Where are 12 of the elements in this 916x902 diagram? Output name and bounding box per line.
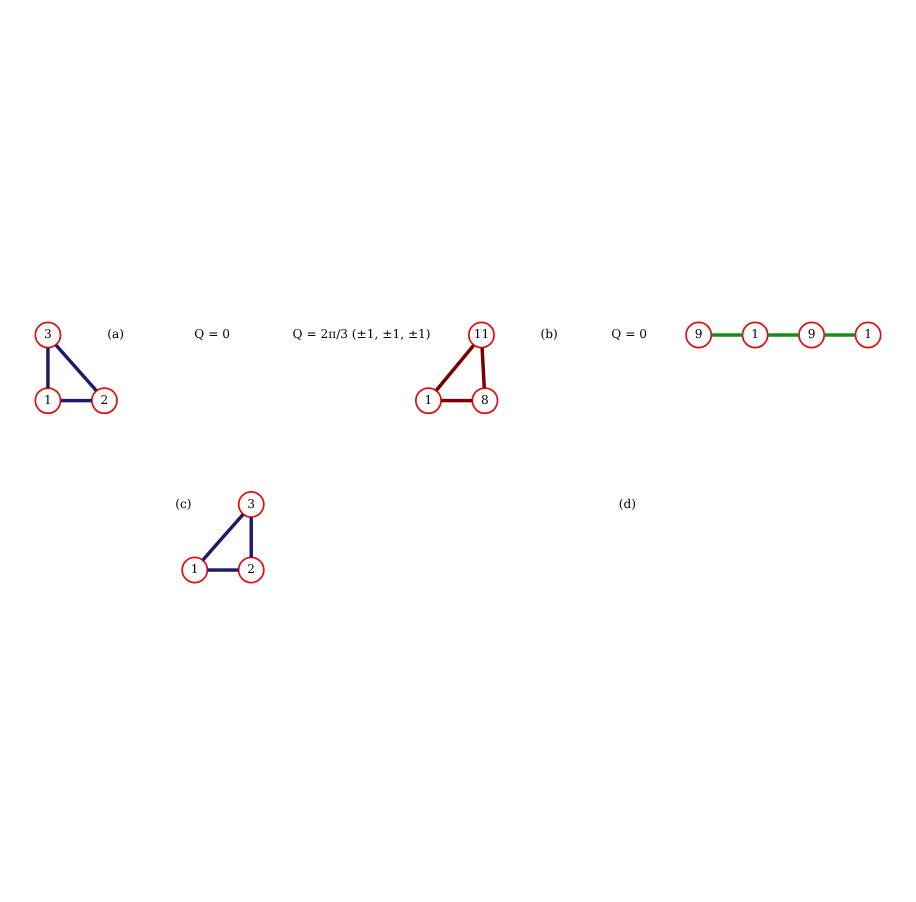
connector <box>60 398 92 403</box>
connector <box>201 513 245 562</box>
connector <box>441 398 473 403</box>
connector <box>480 347 487 389</box>
connector <box>711 333 743 337</box>
connector <box>767 333 799 337</box>
connector <box>207 568 239 572</box>
connector <box>46 347 50 388</box>
connector <box>54 343 98 392</box>
connector <box>824 333 856 337</box>
connector <box>434 344 475 392</box>
connector <box>249 517 253 558</box>
